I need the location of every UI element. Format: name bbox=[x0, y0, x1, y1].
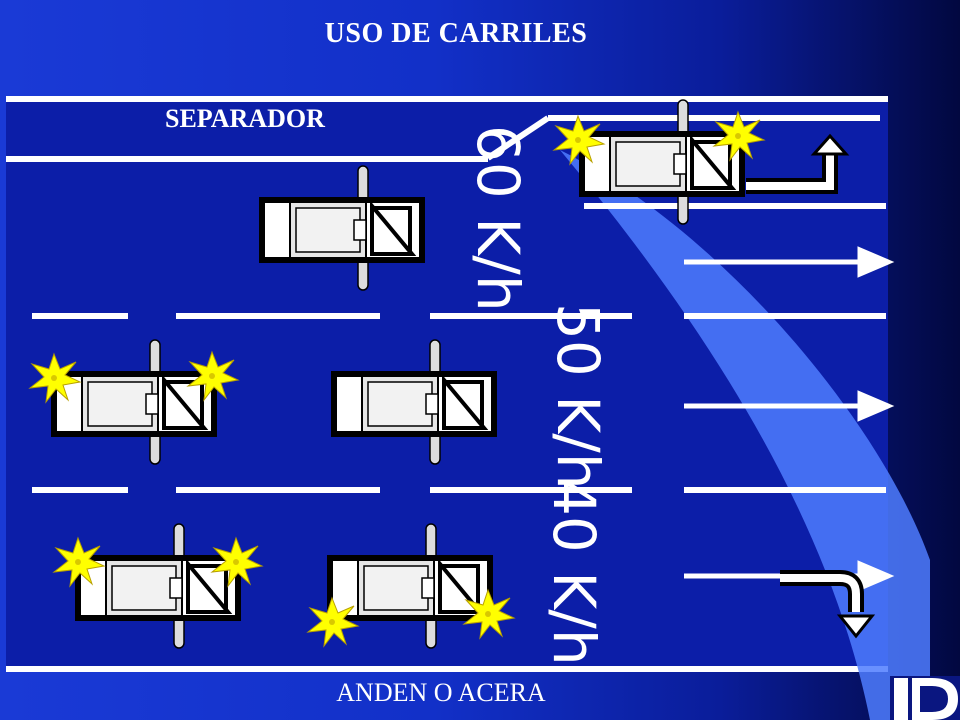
car-icon bbox=[262, 166, 422, 290]
light-beam bbox=[560, 150, 930, 720]
straight-arrow-icon bbox=[684, 390, 895, 422]
separator-top-line bbox=[6, 96, 888, 102]
speed-limit-60: 60 K/h bbox=[464, 125, 532, 312]
speed-limit-40: 40 K/h bbox=[540, 479, 608, 666]
slide-title: USO DE CARRILES bbox=[324, 18, 588, 49]
separator-angle-line bbox=[486, 115, 550, 161]
sidewalk-label: ANDEN O ACERA bbox=[336, 678, 546, 707]
speed-limit-50: 50 K/h bbox=[544, 303, 612, 490]
separator-label: SEPARADOR bbox=[165, 104, 325, 133]
logo-icon bbox=[890, 676, 960, 720]
left-turn-arrow-icon bbox=[746, 133, 850, 194]
car-icon bbox=[330, 524, 490, 648]
straight-arrow-icon bbox=[684, 246, 895, 278]
car-icon bbox=[78, 524, 238, 648]
car-icon bbox=[54, 340, 214, 464]
sidewalk-line bbox=[6, 666, 888, 672]
car-icon bbox=[334, 340, 494, 464]
u-turn-arrow-icon bbox=[780, 570, 876, 639]
separator-bottom-line bbox=[6, 156, 488, 162]
